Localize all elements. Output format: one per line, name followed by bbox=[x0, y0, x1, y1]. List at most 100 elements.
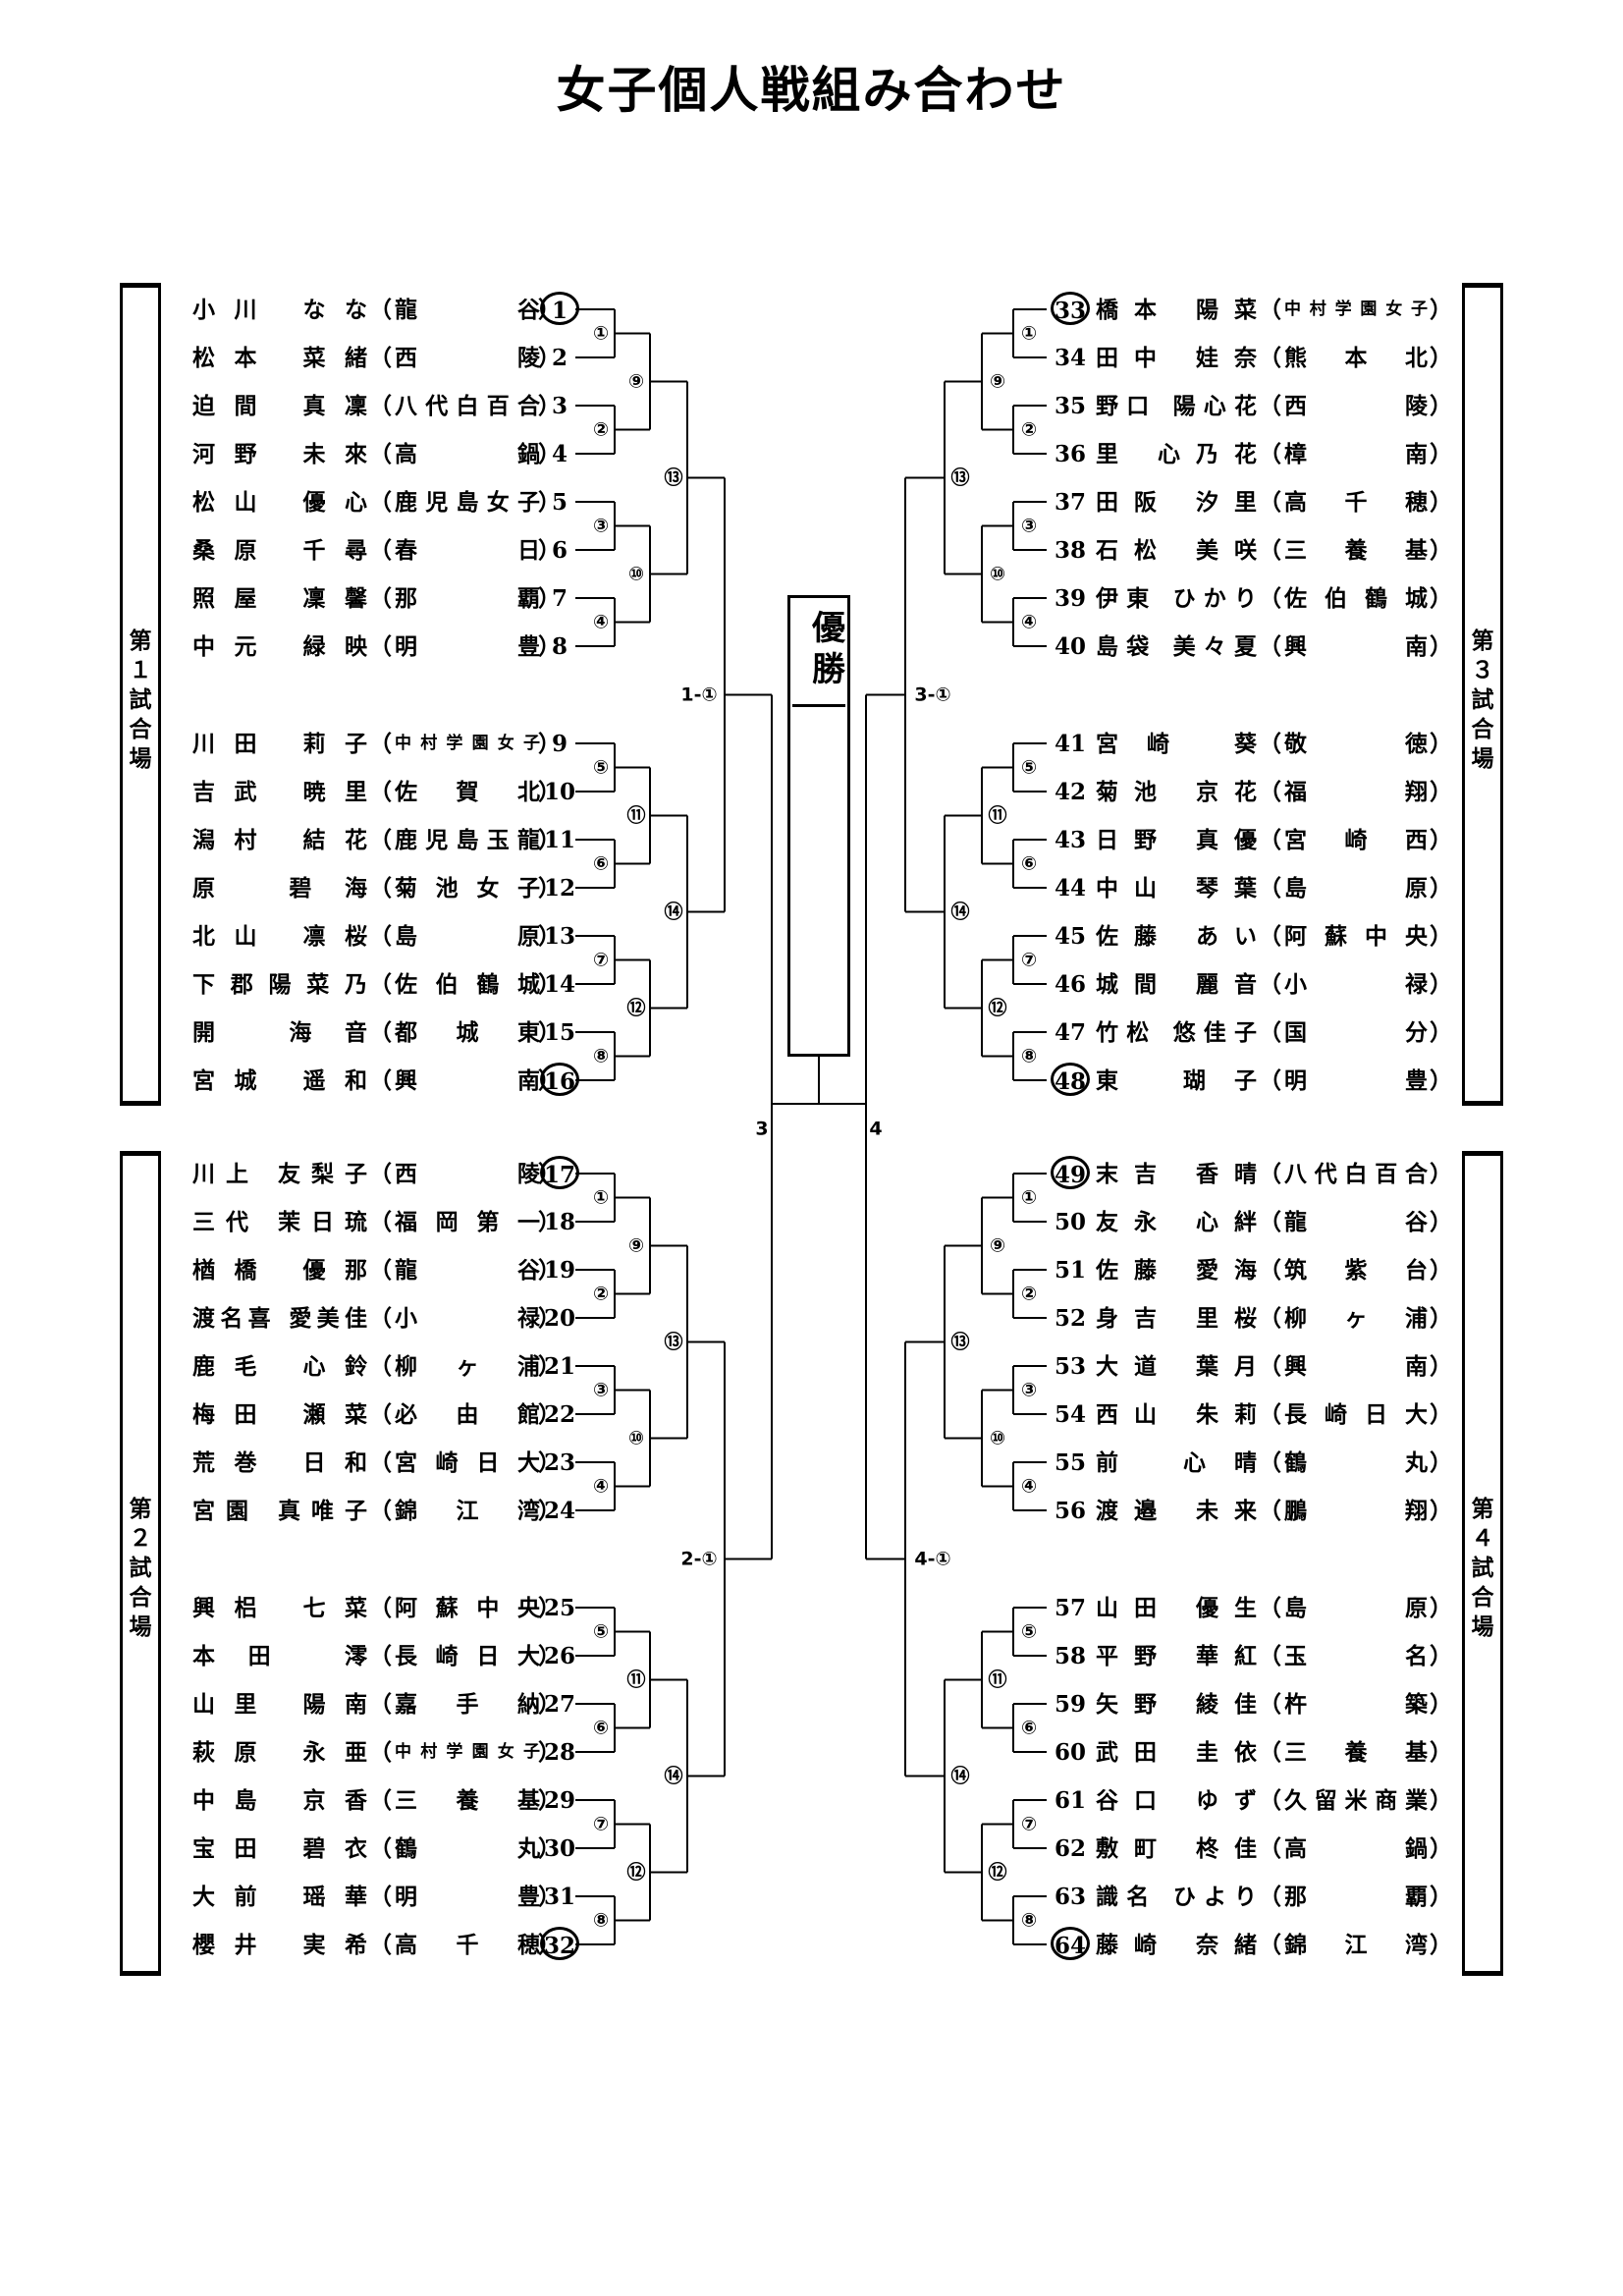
paren-open: （ bbox=[1259, 1835, 1281, 1862]
player-number: 62 bbox=[1054, 1835, 1086, 1862]
paren-open: （ bbox=[1259, 731, 1281, 757]
player-name: 敷町 柊佳 bbox=[1096, 1835, 1257, 1862]
player-school: 鹿児島女子 bbox=[395, 489, 540, 516]
paren-close: ） bbox=[1430, 1353, 1452, 1380]
paren-open: （ bbox=[1259, 1305, 1281, 1332]
match-label-r2: ⑪ bbox=[626, 804, 646, 826]
player-school: 龍谷 bbox=[1284, 1209, 1428, 1235]
paren-open: （ bbox=[369, 779, 392, 805]
player-name: 萩原 永亜 bbox=[192, 1739, 367, 1766]
paren-open: （ bbox=[369, 489, 392, 516]
paren-close: ） bbox=[538, 1884, 561, 1910]
player-school: 高鍋 bbox=[395, 441, 540, 467]
player-number: 13 bbox=[543, 923, 575, 950]
paren-close: ） bbox=[538, 1401, 561, 1428]
player-name: 梅田 瀬菜 bbox=[192, 1401, 367, 1428]
paren-open: （ bbox=[1259, 633, 1281, 660]
paren-close: ） bbox=[1430, 1257, 1452, 1284]
paren-open: （ bbox=[1259, 1595, 1281, 1621]
player-school: 宮崎日大 bbox=[395, 1449, 540, 1476]
seed-number: 49 bbox=[1051, 1156, 1090, 1189]
player-number: 56 bbox=[1054, 1498, 1086, 1524]
paren-close: ） bbox=[538, 779, 561, 805]
match-label-r1: ① bbox=[592, 322, 610, 344]
match-label-r3: ⑬ bbox=[950, 1331, 970, 1352]
player-school: 鵬翔 bbox=[1284, 1498, 1428, 1524]
player-school: 国分 bbox=[1284, 1019, 1428, 1046]
player-number: 2 bbox=[551, 345, 568, 371]
paren-open: （ bbox=[369, 393, 392, 419]
paren-open: （ bbox=[1259, 1643, 1281, 1669]
paren-close: ） bbox=[1430, 731, 1452, 757]
player-school: 興南 bbox=[1284, 633, 1428, 660]
paren-open: （ bbox=[1259, 971, 1281, 998]
player-name: 田中 娃奈 bbox=[1096, 345, 1257, 371]
player-number: 45 bbox=[1054, 923, 1086, 950]
player-number: 39 bbox=[1054, 585, 1086, 612]
player-school: 鶴丸 bbox=[395, 1835, 540, 1862]
paren-open: （ bbox=[369, 1067, 392, 1094]
player-entry: 荒巻 日和（宮崎日大）23 bbox=[192, 1439, 595, 1487]
player-entry: 本田 澪（長崎日大）26 bbox=[192, 1632, 595, 1680]
player-school: 三養基 bbox=[395, 1787, 540, 1814]
match-label-r1: ② bbox=[592, 418, 610, 440]
paren-close: ） bbox=[538, 345, 561, 371]
paren-close: ） bbox=[538, 489, 561, 516]
paren-close: ） bbox=[1430, 441, 1452, 467]
paren-open: （ bbox=[369, 1257, 392, 1284]
paren-open: （ bbox=[1259, 923, 1281, 950]
player-entry: 中島 京香（三養基）29 bbox=[192, 1777, 595, 1825]
match-label-r1: ⑦ bbox=[1020, 1813, 1038, 1834]
player-number: 41 bbox=[1054, 731, 1086, 757]
player-number: 22 bbox=[543, 1401, 575, 1428]
player-name: 身吉 里桜 bbox=[1096, 1305, 1257, 1332]
paren-open: （ bbox=[369, 1932, 392, 1958]
champion-header: 優勝 bbox=[792, 600, 845, 707]
player-school: 敬徳 bbox=[1284, 731, 1428, 757]
player-entry: 大前 瑶華（明豊）31 bbox=[192, 1873, 595, 1921]
paren-close: ） bbox=[538, 393, 561, 419]
paren-close: ） bbox=[1430, 585, 1452, 612]
player-entry: 開 海音（都城東）15 bbox=[192, 1009, 595, 1057]
player-school: 明豊 bbox=[395, 633, 540, 660]
player-number: 61 bbox=[1054, 1787, 1086, 1814]
player-name: 山田 優生 bbox=[1096, 1595, 1257, 1621]
match-label-r1: ④ bbox=[1020, 611, 1038, 632]
player-number: 11 bbox=[543, 827, 575, 853]
player-number: 57 bbox=[1054, 1595, 1086, 1621]
player-name: 宝田 碧衣 bbox=[192, 1835, 367, 1862]
player-number: 25 bbox=[543, 1595, 575, 1621]
player-name: 友永 心絆 bbox=[1096, 1209, 1257, 1235]
player-name: 前 心晴 bbox=[1096, 1449, 1257, 1476]
seed-number: 48 bbox=[1051, 1063, 1090, 1096]
match-label-r2: ⑩ bbox=[627, 1427, 645, 1449]
paren-close: ） bbox=[1430, 1787, 1452, 1814]
match-label-r3: ⑭ bbox=[664, 901, 683, 922]
match-label-r1: ④ bbox=[592, 1475, 610, 1497]
player-number: 27 bbox=[543, 1691, 575, 1718]
match-label-r1: ③ bbox=[592, 515, 610, 536]
match-label-r1: ② bbox=[1020, 1283, 1038, 1304]
player-name: 吉武 暁里 bbox=[192, 779, 367, 805]
paren-open: （ bbox=[1259, 585, 1281, 612]
match-label-r1: ⑦ bbox=[1020, 949, 1038, 970]
player-school: 福翔 bbox=[1284, 779, 1428, 805]
player-number: 18 bbox=[543, 1209, 575, 1235]
player-school: 小禄 bbox=[395, 1305, 540, 1332]
player-number: 20 bbox=[543, 1305, 575, 1332]
player-school: 必由館 bbox=[395, 1401, 540, 1428]
paren-open: （ bbox=[1259, 827, 1281, 853]
player-number: 3 bbox=[551, 393, 568, 419]
player-school: 阿蘇中央 bbox=[395, 1595, 540, 1621]
player-name: 河野 未來 bbox=[192, 441, 367, 467]
player-name: 武田 圭依 bbox=[1096, 1739, 1257, 1766]
paren-open: （ bbox=[1259, 779, 1281, 805]
paren-close: ） bbox=[538, 875, 561, 902]
player-name: 川上 友梨子 bbox=[192, 1161, 367, 1187]
player-school: 明豊 bbox=[1284, 1067, 1428, 1094]
match-label-r2: ⑨ bbox=[627, 1234, 645, 1256]
